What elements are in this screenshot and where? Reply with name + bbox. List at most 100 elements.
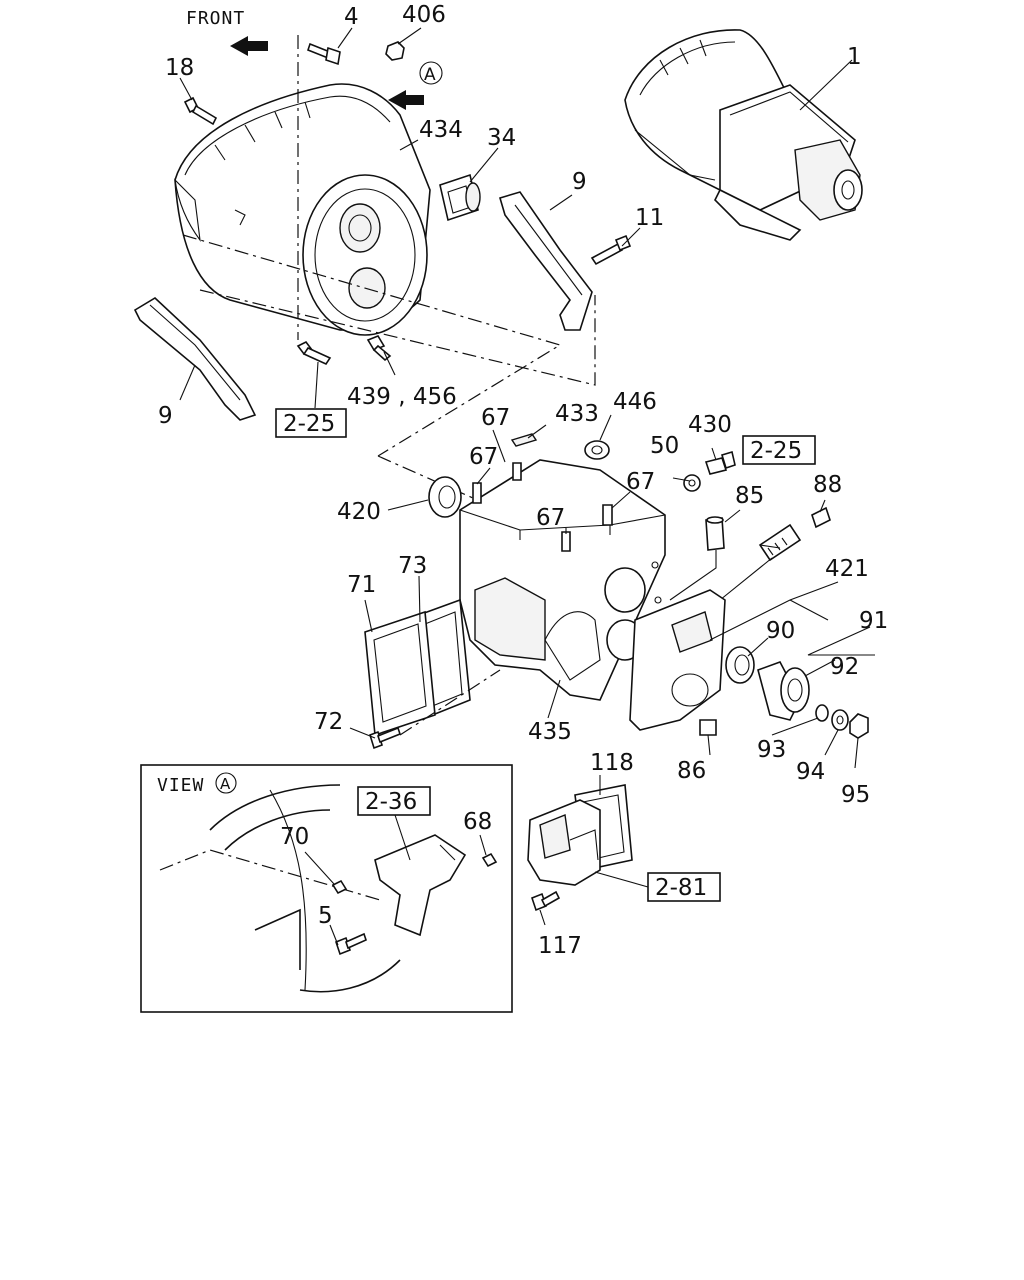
nut-95 [849,713,869,739]
callout-88: 88 [813,472,842,498]
leader-lines [179,27,875,946]
bolt-117 [531,890,561,912]
callout-71: 71 [347,572,376,598]
leader-85 [669,550,717,601]
callout-435: 435 [528,719,572,745]
callout-117: 117 [538,933,582,959]
callout-95: 95 [841,782,870,808]
callout-5: 5 [318,903,333,929]
view-a-marker: A [424,65,436,85]
cover-34 [439,173,481,222]
bolt-88 [811,506,831,529]
callout-50: 50 [650,433,679,459]
callout-73: 73 [398,553,427,579]
callout-9-left: 9 [158,403,173,429]
callout-93: 93 [757,737,786,763]
callout-18: 18 [165,55,194,81]
callout-92: 92 [830,654,859,680]
callout-91: 91 [859,608,888,634]
callout-433: 433 [555,401,599,427]
callout-406: 406 [402,2,446,28]
nut-68 [481,852,498,868]
ref-box-2-25-a [275,408,347,438]
seal-446 [584,440,610,460]
callout-421: 421 [825,556,869,582]
callout-70: 70 [280,824,309,850]
front-arrow-icon [230,36,268,56]
callout-420: 420 [337,499,381,525]
view-a-label-circle [215,772,237,794]
callout-34: 34 [487,125,516,151]
view-a-housing-detail [159,784,401,993]
ref-box-2-81 [647,872,721,902]
flange-92 [757,661,810,721]
callout-67-b: 67 [469,444,498,470]
transmission-assembly [624,29,863,241]
callout-67-a: 67 [481,405,510,431]
bolt-5 [335,932,367,956]
bolt-72 [369,726,401,750]
bracket-9-left [133,297,257,421]
callout-4: 4 [344,4,359,30]
view-a-bracket [374,834,467,937]
bolt-4 [307,42,341,66]
ref-2-81: 2-81 [655,875,707,901]
front-label: FRONT [186,8,245,29]
plug-430 [704,450,736,475]
o-ring-93 [815,704,829,722]
ref-box-2-25-b [742,435,816,465]
switch-assembly [527,799,601,886]
stud-67-a [472,482,482,504]
stud-67-d [561,531,571,552]
rear-cover [629,589,726,731]
callout-434: 434 [419,117,463,143]
callout-67-d: 67 [536,505,565,531]
oil-seal-420 [428,476,462,518]
callout-446: 446 [613,389,657,415]
clutch-housing [174,83,431,336]
callout-67-c: 67 [626,469,655,495]
callout-85: 85 [735,483,764,509]
view-a-label: VIEW [157,775,204,796]
assembly-line-b [199,289,596,386]
bolt-11 [590,234,632,266]
nut-70 [331,879,348,895]
callout-118: 118 [590,750,634,776]
callout-430: 430 [688,412,732,438]
nut-406 [385,41,405,61]
callout-439-456: 439 , 456 [347,384,457,410]
assembly-line-a [182,234,562,457]
bolt-18 [183,96,218,126]
callout-86: 86 [677,758,706,784]
callout-90: 90 [766,618,795,644]
switch-85 [705,516,725,551]
leader-speedo [719,557,773,601]
callout-labels: 4 406 18 434 34 1 9 11 9 439 , 456 67 43… [158,2,888,959]
bolt-86 [699,719,717,736]
callout-9-right: 9 [572,169,587,195]
view-a-inset [140,764,513,1013]
bracket-9-right [499,191,593,331]
speedo-gear [758,523,802,562]
callout-11: 11 [635,205,664,231]
ref-2-25-a: 2-25 [283,411,335,437]
view-a-label-marker: A [220,775,231,793]
washer-50 [683,474,701,492]
view-a-marker-circle [419,61,443,85]
assembly-line-e [399,669,501,736]
cover-71 [364,610,436,737]
oil-seal-90 [725,646,755,684]
ref-box-2-36 [357,786,431,816]
ref-2-25-b: 2-25 [750,438,802,464]
view-a-arrow-icon [388,90,424,110]
transmission-case [459,459,666,701]
ref-2-36: 2-36 [365,789,417,815]
washer-94 [831,709,849,731]
stud-67-c [602,504,613,526]
bolt-439 [296,340,332,366]
callout-68: 68 [463,809,492,835]
nameplate-433 [510,433,538,447]
stud-67-b [512,462,522,481]
callout-1: 1 [847,44,862,70]
